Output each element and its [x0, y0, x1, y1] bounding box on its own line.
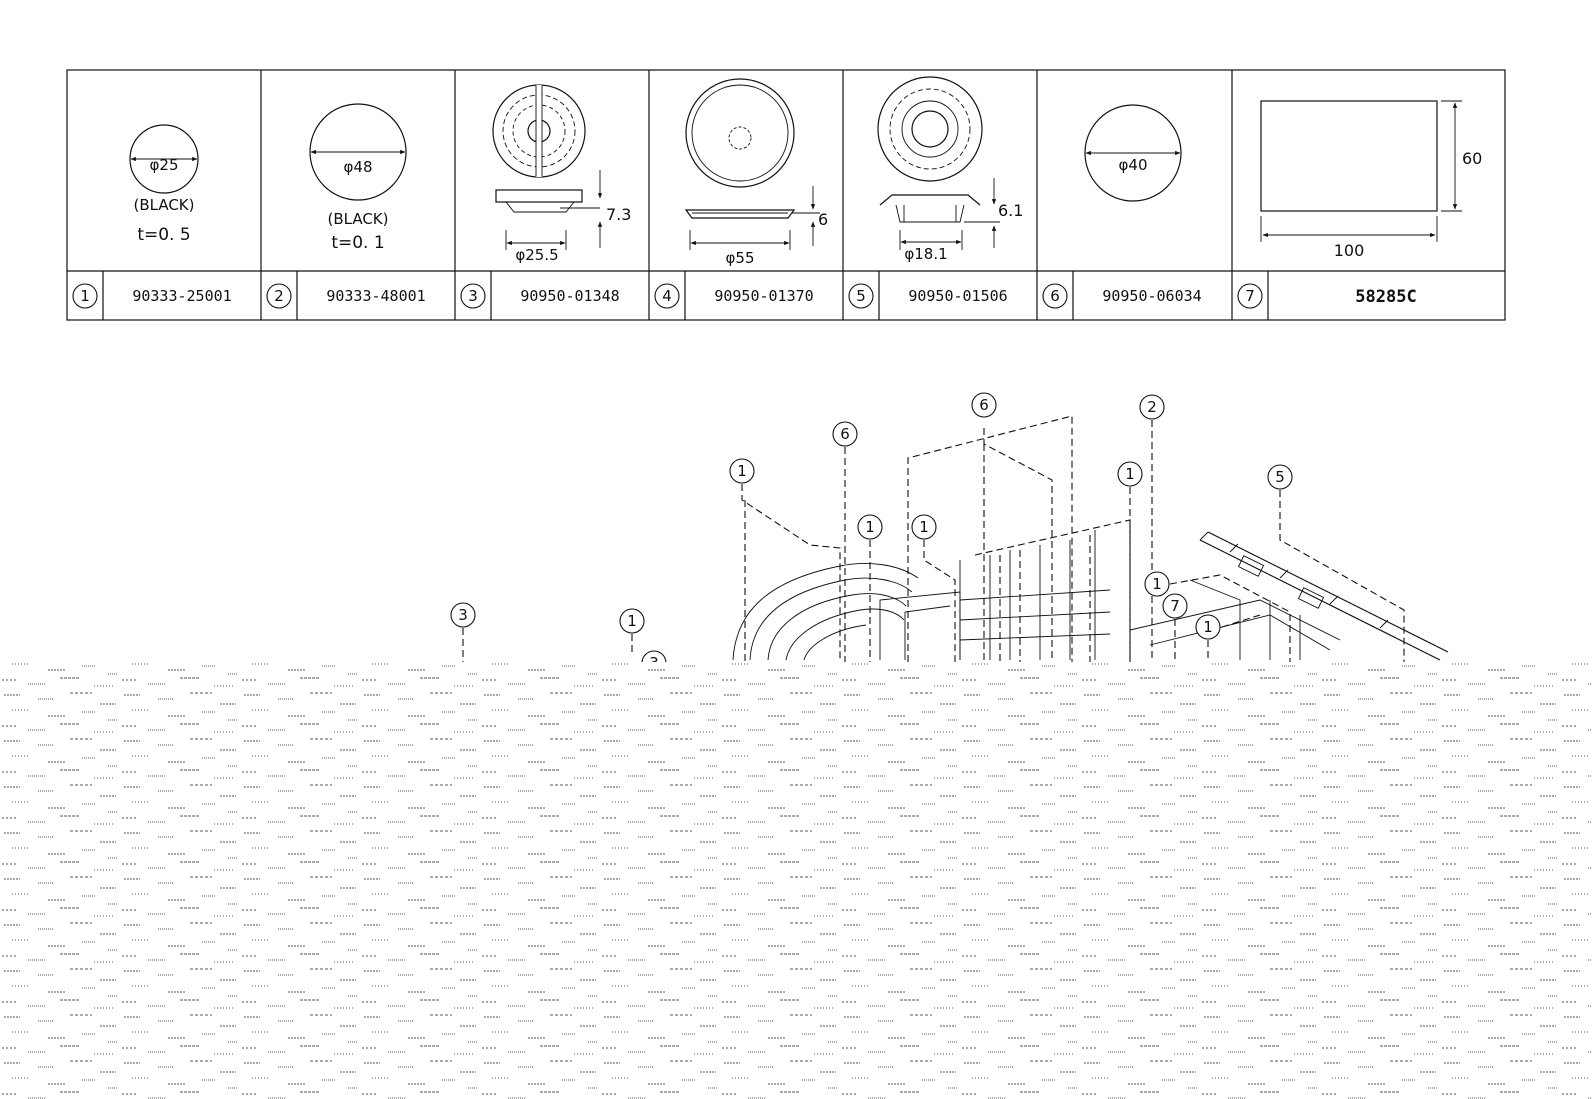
callout-6-arch: 6: [832, 421, 858, 447]
callout-bubbles: 3 1 3 1 6 1 1 6 1 2 5 1 7 1: [450, 392, 1293, 676]
part-2-thickness: t=0. 1: [331, 233, 384, 253]
svg-text:1: 1: [1203, 618, 1213, 636]
ref-badge-1: 1: [72, 283, 98, 309]
svg-text:1: 1: [627, 612, 637, 630]
obscured-region: [0, 662, 1592, 1099]
part-7-sketch: 60 100: [1260, 100, 1482, 260]
svg-text:5: 5: [1275, 468, 1285, 486]
part-1-sketch: φ25 (BLACK) t=0. 5: [129, 124, 199, 245]
part-number-3: 90950-01348: [520, 287, 619, 305]
part-3-height: 7.3: [606, 205, 631, 224]
ref-badge-7: 7: [1237, 283, 1263, 309]
part-7-width: 100: [1334, 241, 1365, 260]
svg-text:3: 3: [468, 287, 478, 305]
vehicle-body-sketch: [732, 530, 1449, 661]
part-6-dim: φ40: [1119, 156, 1148, 174]
ref-badge-2: 2: [266, 283, 292, 309]
plug-25-shape: [129, 124, 199, 194]
part-6-sketch: φ40: [1084, 104, 1182, 202]
part-number-6: 90950-06034: [1102, 287, 1201, 305]
part-3-dia: φ25.5: [515, 246, 558, 264]
part-4-dia: φ55: [726, 249, 755, 267]
svg-text:5: 5: [856, 287, 866, 305]
part-4-sketch: 6 φ55: [684, 78, 828, 267]
svg-text:6: 6: [840, 425, 850, 443]
tape-shape: [1260, 100, 1438, 212]
callout-1-panel-b: 1: [911, 514, 937, 540]
part-number-1: 90333-25001: [132, 287, 231, 305]
part-4-height: 6: [818, 210, 828, 229]
ref-badge-5: 5: [848, 283, 874, 309]
leader-lines: [462, 415, 1405, 662]
part-number-row: 1 90333-25001 2 90333-48001 3 90950-0134…: [72, 283, 1417, 309]
callout-6-center: 6: [971, 392, 997, 418]
ref-badge-4: 4: [654, 283, 680, 309]
part-2-dim: φ48: [344, 158, 373, 176]
svg-text:2: 2: [274, 287, 284, 305]
callout-2: 2: [1139, 394, 1165, 420]
ref-badge-3: 3: [460, 283, 486, 309]
svg-text:7: 7: [1245, 287, 1255, 305]
svg-text:3: 3: [458, 606, 468, 624]
callout-7: 7: [1162, 593, 1188, 619]
svg-text:7: 7: [1170, 597, 1180, 615]
svg-text:6: 6: [979, 396, 989, 414]
part-number-7: 58285C: [1355, 287, 1416, 307]
part-number-5: 90950-01506: [908, 287, 1007, 305]
callout-1-panel-a: 1: [857, 514, 883, 540]
part-7-height: 60: [1462, 149, 1482, 168]
callout-1-left: 1: [619, 608, 645, 634]
callout-1-arch: 1: [729, 458, 755, 484]
callout-1-center: 1: [1117, 461, 1143, 487]
part-1-color: (BLACK): [133, 196, 194, 214]
callout-3-left: 3: [450, 602, 476, 628]
callout-5: 5: [1267, 464, 1293, 490]
callout-1-rear-b: 1: [1195, 614, 1221, 640]
svg-text:6: 6: [1050, 287, 1060, 305]
callout-1-rear-a: 1: [1144, 571, 1170, 597]
svg-text:1: 1: [80, 287, 90, 305]
plug-48-shape: [309, 103, 407, 201]
svg-text:2: 2: [1147, 398, 1157, 416]
ref-badge-6: 6: [1042, 283, 1068, 309]
svg-text:1: 1: [919, 518, 929, 536]
parts-table: [66, 69, 1506, 321]
part-1-dim: φ25: [150, 156, 179, 174]
part-number-4: 90950-01370: [714, 287, 813, 305]
svg-text:1: 1: [737, 462, 747, 480]
part-5-dia: φ18.1: [904, 245, 947, 263]
part-2-sketch: φ48 (BLACK) t=0. 1: [309, 103, 407, 253]
part-5-sketch: 6.1 φ18.1: [877, 76, 1023, 263]
svg-text:1: 1: [1125, 465, 1135, 483]
part-3-sketch: 7.3 φ25.5: [492, 84, 631, 264]
part-2-color: (BLACK): [327, 210, 388, 228]
part-number-2: 90333-48001: [326, 287, 425, 305]
part-5-height: 6.1: [998, 201, 1023, 220]
svg-text:1: 1: [1152, 575, 1162, 593]
svg-text:1: 1: [865, 518, 875, 536]
part-1-thickness: t=0. 5: [137, 225, 190, 245]
svg-text:4: 4: [662, 287, 672, 305]
plug-40-shape: [1084, 104, 1182, 202]
